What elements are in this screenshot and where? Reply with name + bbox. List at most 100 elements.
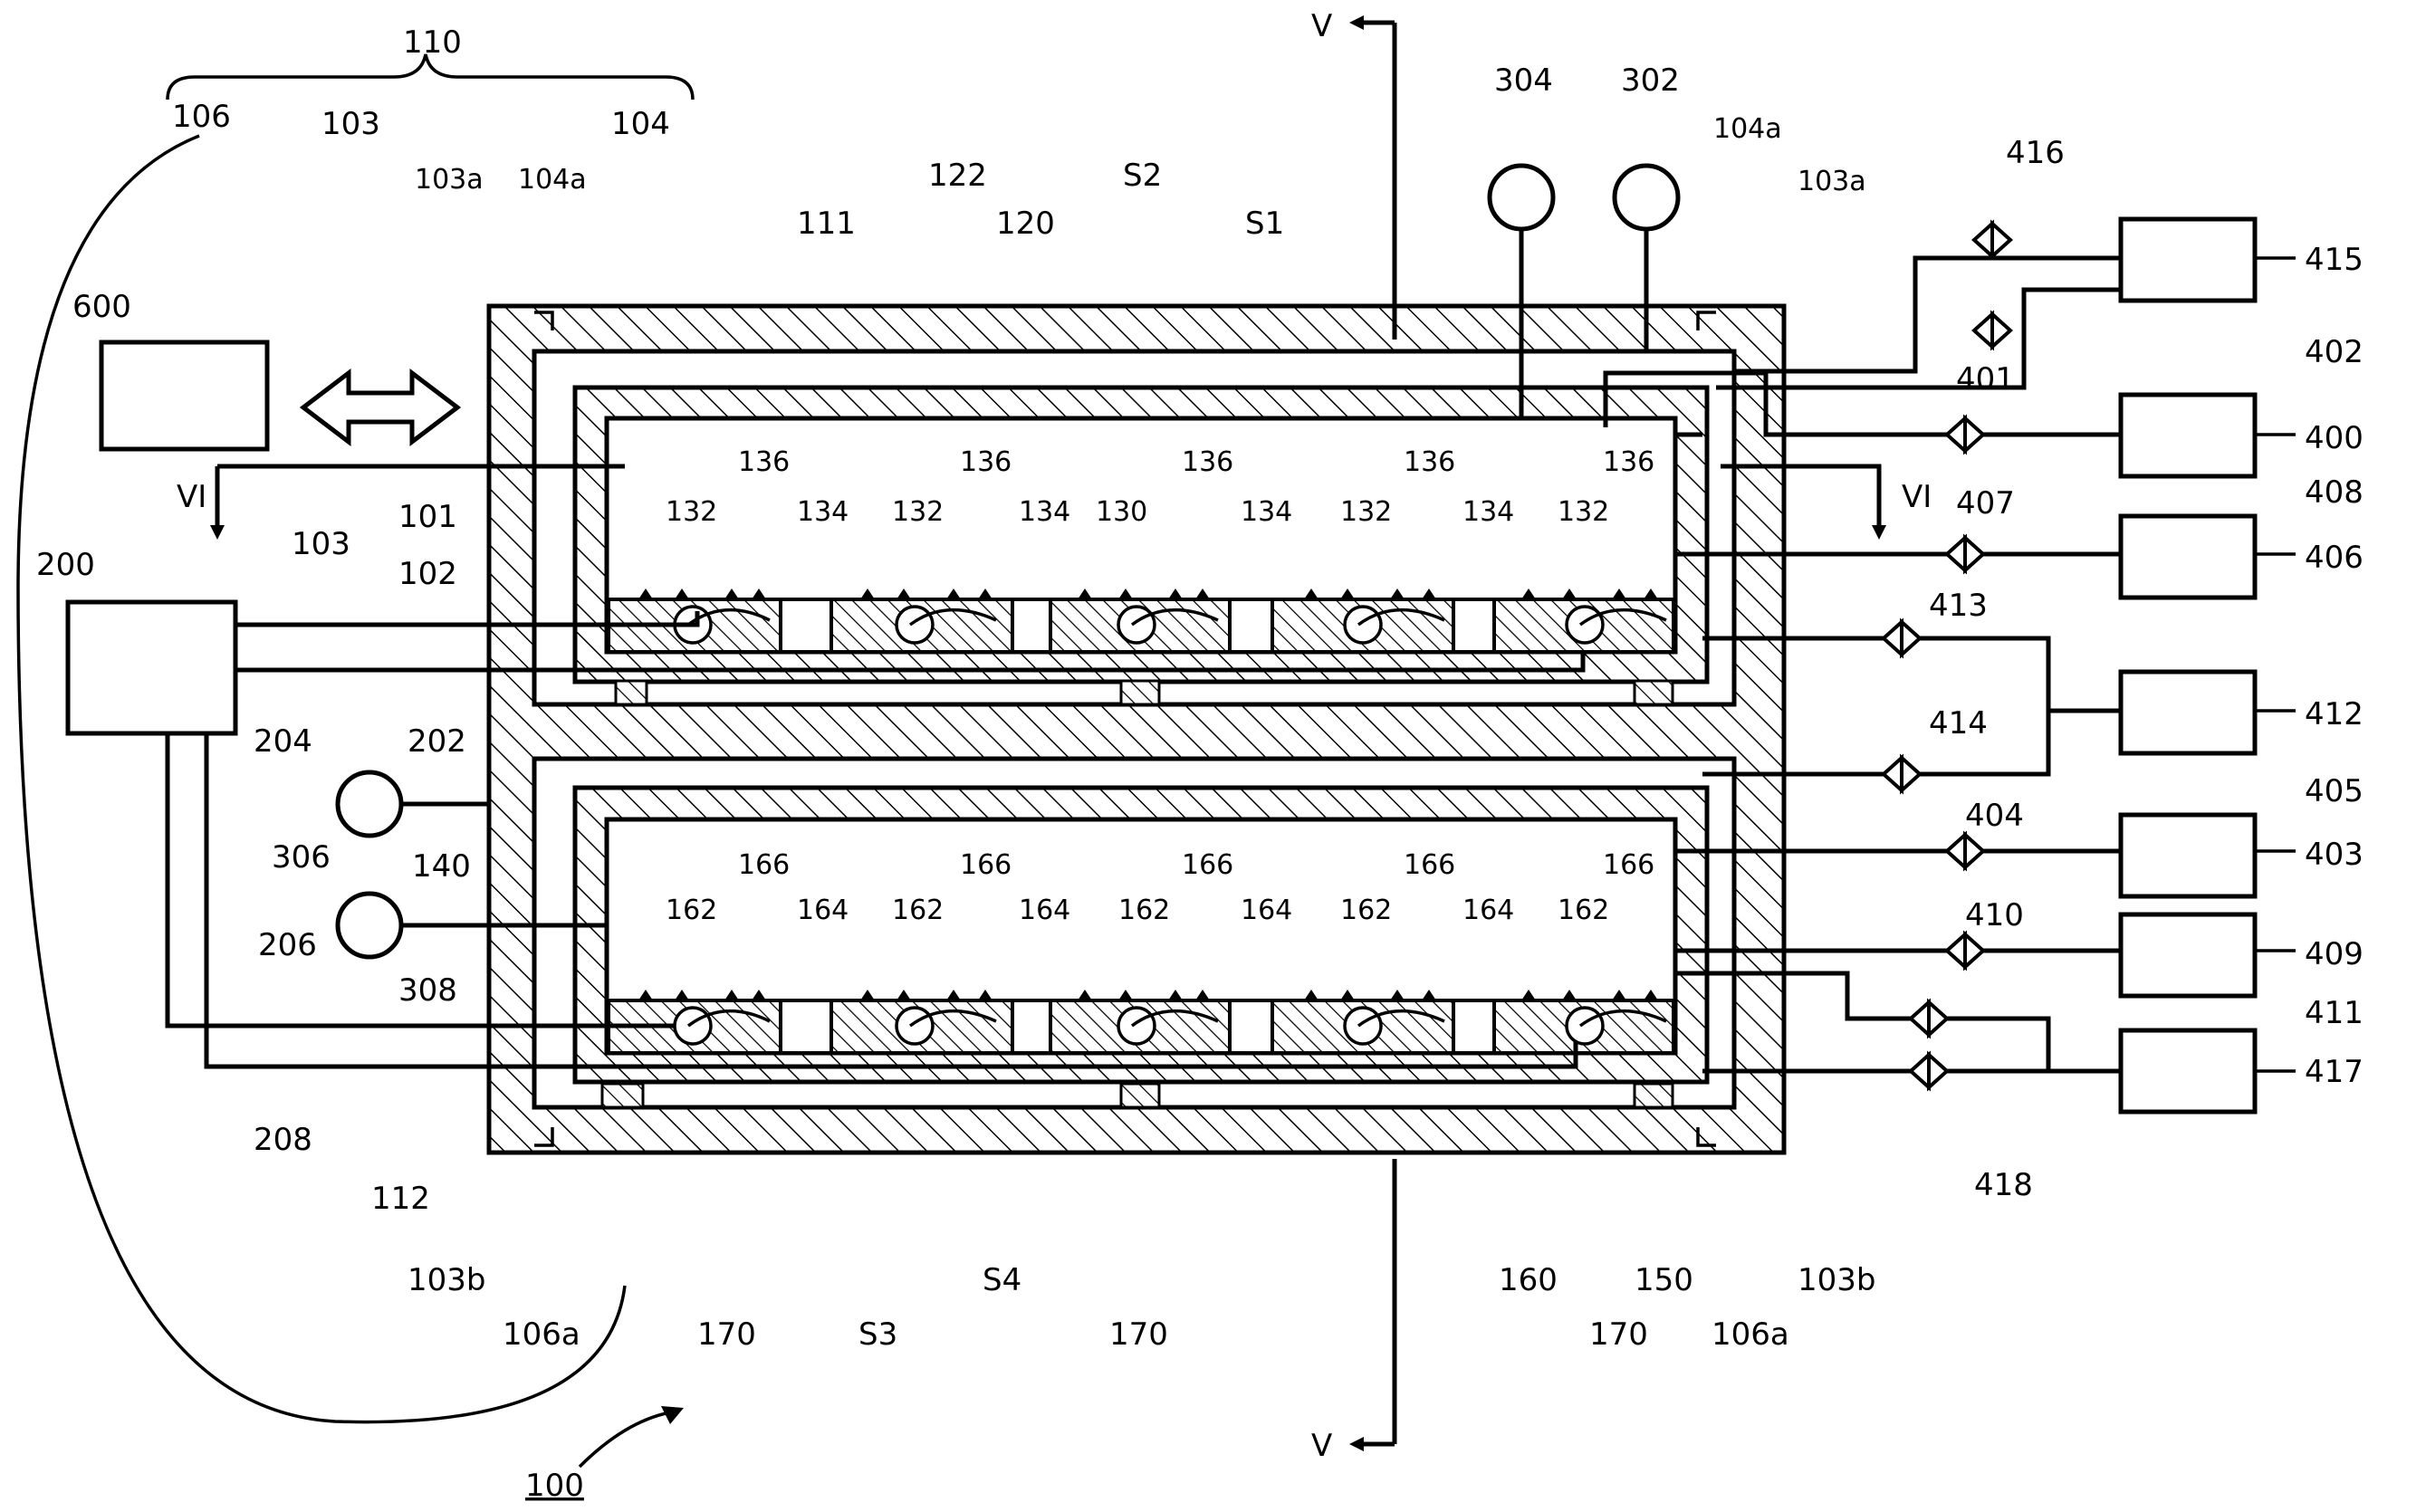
label-103: 103 [321,106,380,142]
label-166-c: 166 [1182,849,1233,881]
label-134-d: 134 [1462,496,1514,528]
label-150: 150 [1635,1262,1693,1298]
label-106a-right: 106a [1712,1316,1789,1353]
arrow-100 [578,1406,684,1469]
label-406: 406 [2305,540,2364,576]
label-417: 417 [2305,1054,2364,1090]
label-101: 101 [398,499,457,535]
label-103b-right: 103b [1798,1262,1875,1298]
label-S1: S1 [1245,206,1284,242]
label-170-b: 170 [1109,1316,1168,1353]
label-106a-left: 106a [503,1316,580,1353]
label-136-d: 136 [1404,446,1455,478]
label-V-bottom: V [1311,1428,1332,1464]
label-308: 308 [398,972,457,1009]
label-413: 413 [1929,588,1988,624]
label-414: 414 [1929,705,1988,742]
label-136-b: 136 [960,446,1012,478]
gauges-306-308 [335,770,607,960]
label-103b-left: 103b [408,1262,485,1298]
label-416: 416 [2006,135,2065,171]
label-402: 402 [2305,334,2364,370]
label-134-c: 134 [1241,496,1292,528]
label-162-b: 162 [892,895,944,926]
label-136-a: 136 [738,446,790,478]
controller-200 [65,599,1586,1069]
gauges-302-304 [1487,163,1681,418]
label-404: 404 [1965,798,2024,834]
label-102: 102 [398,556,457,592]
label-162-e: 162 [1558,895,1609,926]
label-120: 120 [996,206,1055,242]
upper-heater-plate-130 [605,589,1677,654]
lower-heater-plate-160 [605,990,1677,1055]
label-130: 130 [1096,496,1147,528]
label-111: 111 [797,206,856,242]
section-line-vi [210,464,1886,540]
label-412: 412 [2305,696,2364,732]
text-labels: 110 106 103 104 103a 104a 104a 103a 600 … [36,8,2364,1504]
label-166-a: 166 [738,849,790,881]
label-134-a: 134 [797,496,849,528]
label-202: 202 [408,723,466,760]
label-306: 306 [272,839,331,876]
label-103a-left: 103a [415,164,484,196]
label-208: 208 [254,1122,312,1158]
label-140: 140 [412,848,471,885]
lower-supports-170 [600,1082,1674,1109]
label-134-b: 134 [1019,496,1070,528]
label-S4: S4 [983,1262,1021,1298]
label-166-b: 166 [960,849,1012,881]
unit-600 [99,340,462,452]
label-411: 411 [2305,995,2364,1031]
label-304: 304 [1494,62,1553,99]
label-410: 410 [1965,897,2024,933]
label-VI-left: VI [177,479,206,515]
label-164-a: 164 [797,895,849,926]
label-302: 302 [1621,62,1680,99]
label-170-a: 170 [697,1316,756,1353]
label-418: 418 [1974,1167,2033,1203]
label-104a-left: 104a [518,164,587,196]
label-103-brace: 103 [292,526,350,562]
label-400: 400 [2305,420,2364,456]
label-100: 100 [525,1468,584,1504]
label-166-e: 166 [1603,849,1654,881]
label-405: 405 [2305,773,2364,809]
label-415: 415 [2305,242,2364,278]
label-409: 409 [2305,936,2364,972]
label-132-c: 132 [1340,496,1392,528]
label-V-top: V [1311,8,1332,44]
label-164-d: 164 [1462,895,1514,926]
label-166-d: 166 [1404,849,1455,881]
label-104a-right: 104a [1713,113,1782,145]
label-408: 408 [2305,474,2364,511]
label-122: 122 [928,158,987,194]
label-S3: S3 [858,1316,897,1353]
lid-recess-marks [534,311,1716,1147]
label-162-a: 162 [666,895,717,926]
brace-110 [16,53,695,1424]
label-104: 104 [611,106,670,142]
label-204: 204 [254,723,312,760]
label-164-b: 164 [1019,895,1070,926]
label-112: 112 [371,1181,430,1217]
label-200: 200 [36,547,95,583]
label-206: 206 [258,927,317,963]
label-407: 407 [1956,485,2015,522]
label-132-d: 132 [1558,496,1609,528]
label-VI-right: VI [1902,479,1932,515]
label-401: 401 [1956,361,2015,397]
label-106: 106 [172,99,231,135]
label-136-c: 136 [1182,446,1233,478]
label-132-b: 132 [892,496,944,528]
label-162-d: 162 [1340,895,1392,926]
label-170-c: 170 [1589,1316,1648,1353]
section-line-v [1349,15,1397,1451]
label-103a-right: 103a [1798,166,1866,197]
label-160: 160 [1499,1262,1558,1298]
label-132-a: 132 [666,496,717,528]
label-136-e: 136 [1603,446,1654,478]
label-403: 403 [2305,837,2364,873]
